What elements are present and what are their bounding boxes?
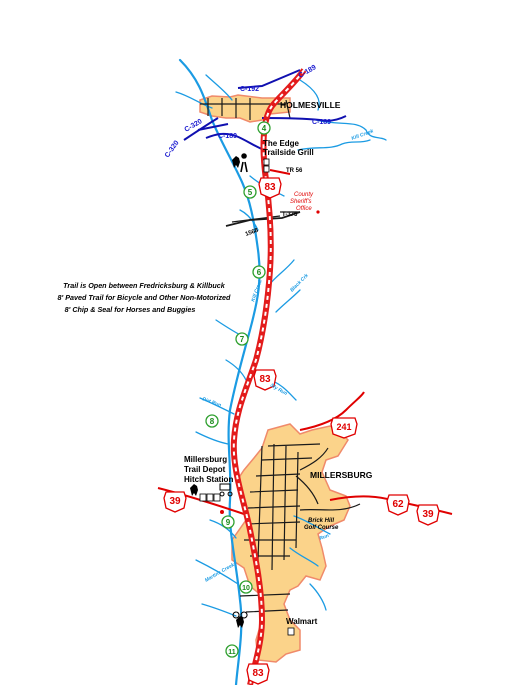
poi-label-depot-1: Millersburg (184, 455, 227, 464)
road-label-c320-b: C-320 (164, 139, 181, 159)
horse-icon (190, 484, 198, 496)
poi-label-golf-1: Brick Hill (308, 518, 334, 524)
svg-text:39: 39 (422, 509, 434, 520)
stream-label-5: Martins Creek (204, 562, 236, 584)
town-label-millersburg: MILLERSBURG (310, 470, 373, 480)
svg-text:5: 5 (248, 188, 253, 197)
note-line-3: 8' Chip & Seal for Horses and Buggies (65, 305, 196, 314)
mile-marker-7: 7 (235, 332, 249, 346)
svg-text:4: 4 (262, 124, 267, 133)
restroom-icon (263, 165, 270, 173)
restroom-icon (199, 493, 207, 502)
note-line-2: 8' Paved Trail for Bicycle and Other Non… (58, 293, 232, 302)
poi-label-depot-3: Hitch Station (184, 475, 233, 484)
township-road-labels: TR 56 T-375 1568 (245, 168, 303, 238)
svg-text:83: 83 (264, 182, 276, 193)
road-label-1568: 1568 (245, 227, 260, 237)
route-shields: 83 83 83 241 39 62 39 (163, 177, 440, 685)
parking-icon (206, 493, 214, 502)
location-dot (220, 510, 224, 514)
mile-markers: 4 5 6 7 8 9 10 11 (205, 121, 271, 658)
note-line-1: Trail is Open between Fredricksburg & Ki… (63, 281, 226, 290)
road-label-c189-north: C-189 (298, 64, 318, 80)
stream-label-4: Dirt Run (201, 396, 222, 408)
buggy-icon (219, 483, 233, 497)
mile-marker-11: 11 (225, 644, 239, 658)
road-label-t375: T-375 (282, 212, 298, 218)
poi-trail-depot: Millersburg Trail Depot Hitch Station (184, 455, 233, 514)
holmes-county-trail (230, 68, 307, 685)
stream-label-6: Kill Creek (250, 279, 264, 303)
route-39-shield-west: 39 (163, 491, 187, 513)
route-39-shield-east: 39 (416, 504, 440, 526)
poi-label-sheriff-3: Office (296, 206, 312, 212)
svg-text:8: 8 (210, 417, 215, 426)
mile-marker-8: 8 (205, 414, 219, 428)
road-label-c320-a: C-320 (184, 118, 204, 134)
poi-label-walmart: Walmart (286, 617, 318, 626)
svg-text:7: 7 (240, 335, 245, 344)
road-label-c192: C-192 (240, 86, 259, 93)
svg-text:83: 83 (252, 668, 264, 679)
horse-icon (236, 616, 244, 628)
stream-label-1: Kill Creek (351, 128, 375, 142)
mile-marker-9: 9 (221, 515, 235, 529)
poi-label-golf-2: Golf Course (304, 525, 339, 531)
hiker-icon (240, 153, 248, 173)
mile-marker-6: 6 (252, 265, 266, 279)
restroom-icon (263, 158, 270, 166)
mile-marker-10: 10 (239, 580, 253, 594)
svg-text:39: 39 (169, 496, 181, 507)
road-label-tr56: TR 56 (286, 168, 303, 174)
township-roads (225, 211, 301, 227)
bicycle-icon (232, 611, 248, 619)
trail-info-note: Trail is Open between Fredricksburg & Ki… (58, 281, 232, 314)
town-label-holmesville: HOLMESVILLE (280, 100, 341, 110)
poi-label-edge-2: Trailside Grill (263, 148, 314, 157)
route-62-shield: 62 (386, 494, 410, 516)
horse-icon (232, 156, 240, 168)
poi-golf-course: Brick Hill Golf Course (304, 518, 339, 531)
poi-label-depot-2: Trail Depot (184, 465, 226, 474)
svg-text:11: 11 (228, 649, 236, 656)
route-83-shield-north: 83 (258, 177, 282, 199)
road-label-c189-east: C-189 (312, 119, 331, 126)
location-dot (316, 210, 320, 214)
poi-label-edge-1: The Edge (263, 139, 300, 148)
svg-text:241: 241 (336, 422, 351, 432)
wheelchair-icon (213, 493, 221, 502)
road-label-c189-mid: C-189 (218, 133, 237, 140)
svg-text:10: 10 (242, 585, 250, 592)
svg-text:83: 83 (259, 374, 271, 385)
poi-sheriff-office: County Sheriff's Office (290, 192, 320, 214)
restroom-icon (287, 627, 295, 636)
svg-text:62: 62 (392, 499, 404, 510)
mile-marker-4: 4 (257, 121, 271, 135)
county-roads (183, 69, 347, 151)
poi-label-sheriff-2: Sheriff's (290, 199, 312, 205)
mile-marker-5: 5 (243, 185, 257, 199)
svg-text:9: 9 (226, 518, 231, 527)
route-83-shield-south: 83 (246, 663, 270, 685)
svg-text:6: 6 (257, 268, 262, 277)
poi-label-sheriff-1: County (294, 192, 314, 198)
poi-edge-grill: The Edge Trailside Grill (232, 139, 314, 173)
poi-walmart: Walmart (232, 611, 318, 636)
route-241-shield: 241 (330, 417, 358, 439)
route-83-shield-mid: 83 (253, 369, 277, 391)
stream-label-7: Run (319, 533, 330, 542)
